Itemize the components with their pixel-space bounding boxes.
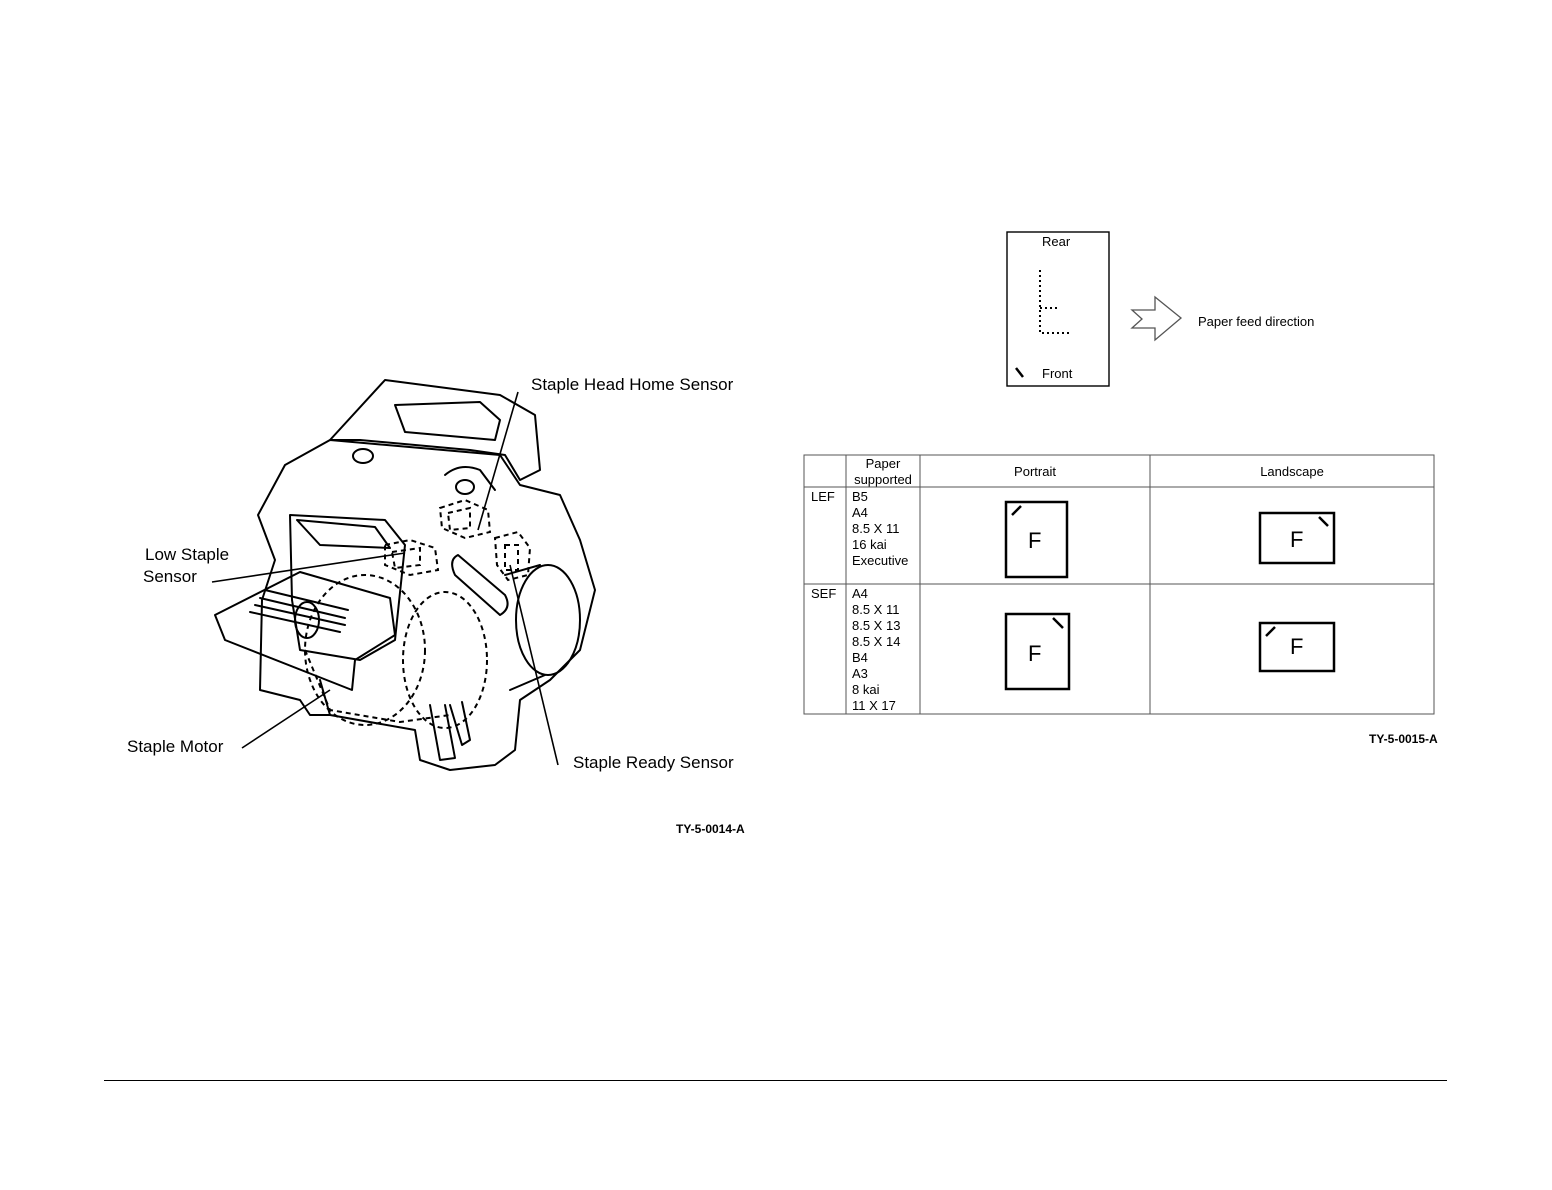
list-item: A4 bbox=[852, 586, 900, 602]
list-item: 8.5 X 11 bbox=[852, 521, 908, 537]
list-item: 8.5 X 11 bbox=[852, 602, 900, 618]
sef-portrait-letter: F bbox=[1028, 641, 1041, 667]
header-landscape: Landscape bbox=[1150, 464, 1434, 480]
list-item: B5 bbox=[852, 489, 908, 505]
list-item: A3 bbox=[852, 666, 900, 682]
row-sef-sizes: A4 8.5 X 11 8.5 X 13 8.5 X 14 B4 A3 8 ka… bbox=[852, 586, 900, 714]
lef-landscape-letter: F bbox=[1290, 527, 1303, 553]
list-item: 11 X 17 bbox=[852, 698, 900, 714]
list-item: 8.5 X 13 bbox=[852, 618, 900, 634]
list-item: B4 bbox=[852, 650, 900, 666]
list-item: Executive bbox=[852, 553, 908, 569]
footer-divider bbox=[104, 1080, 1447, 1081]
lef-portrait-letter: F bbox=[1028, 528, 1041, 554]
list-item: A4 bbox=[852, 505, 908, 521]
header-portrait: Portrait bbox=[920, 464, 1150, 480]
header-paper-supported: Paper supported bbox=[846, 456, 920, 488]
list-item: 8.5 X 14 bbox=[852, 634, 900, 650]
row-lef-sizes: B5 A4 8.5 X 11 16 kai Executive bbox=[852, 489, 908, 569]
sef-landscape-letter: F bbox=[1290, 634, 1303, 660]
list-item: 8 kai bbox=[852, 682, 900, 698]
row-lef-edge: LEF bbox=[811, 489, 835, 505]
list-item: 16 kai bbox=[852, 537, 908, 553]
figure-id-right: TY-5-0015-A bbox=[1369, 732, 1438, 746]
row-sef-edge: SEF bbox=[811, 586, 836, 602]
